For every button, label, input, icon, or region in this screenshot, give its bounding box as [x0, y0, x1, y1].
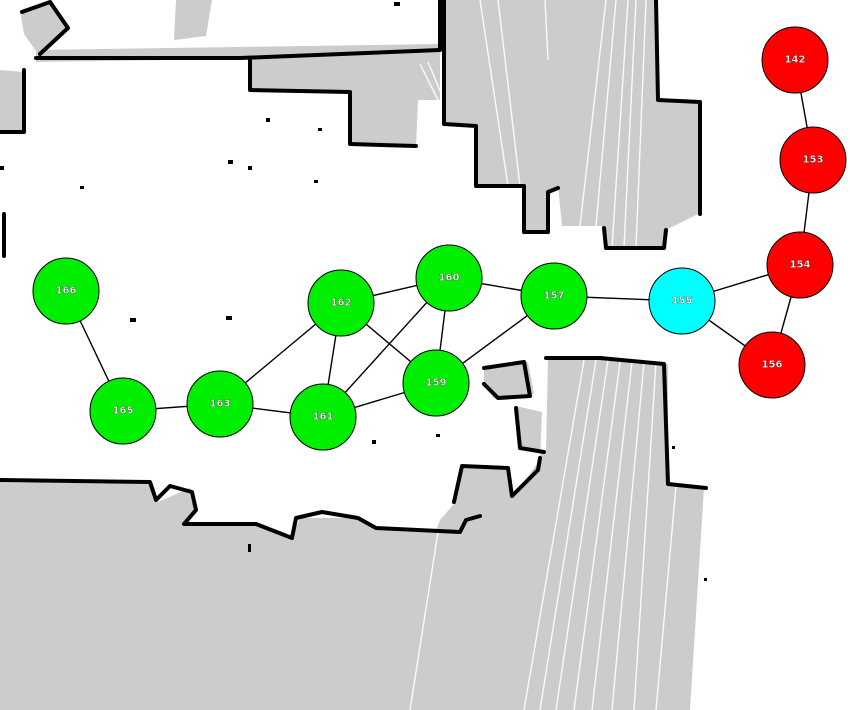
- obstacle-center-small: [484, 362, 534, 398]
- graph-node-162[interactable]: 162: [307, 269, 375, 337]
- graph-node-155[interactable]: 155: [648, 267, 716, 335]
- graph-node-156[interactable]: 156: [738, 331, 806, 399]
- corridor-top-right: [444, 0, 700, 248]
- node-circle-161[interactable]: [289, 383, 357, 451]
- node-label-165: 165: [113, 406, 134, 417]
- node-label-161: 161: [313, 412, 334, 423]
- node-label-162: 162: [331, 298, 352, 309]
- node-circle-155[interactable]: [648, 267, 716, 335]
- node-circle-163[interactable]: [186, 370, 254, 438]
- node-circle-142[interactable]: [761, 26, 829, 94]
- room-block-bottom-left: [0, 482, 470, 710]
- graph-nodes[interactable]: 142 153 154 155 156 157 159 160 161 162 163 165 166: [32, 26, 847, 451]
- node-label-142: 142: [785, 55, 806, 66]
- node-circle-159[interactable]: [402, 349, 470, 417]
- graph-node-165[interactable]: 165: [89, 377, 157, 445]
- node-circle-160[interactable]: [415, 244, 483, 312]
- node-label-153: 153: [803, 155, 824, 166]
- graph-node-159[interactable]: 159: [402, 349, 470, 417]
- node-label-154: 154: [790, 260, 811, 271]
- node-label-159: 159: [426, 378, 447, 389]
- graph-node-166[interactable]: 166: [32, 257, 100, 325]
- node-label-160: 160: [439, 273, 460, 284]
- node-circle-157[interactable]: [520, 262, 588, 330]
- wall-outlines: [0, 0, 708, 540]
- noise-specks: [0, 2, 707, 581]
- graph-node-157[interactable]: 157: [520, 262, 588, 330]
- node-circle-156[interactable]: [738, 331, 806, 399]
- obstacle-left-edge: [0, 70, 26, 132]
- node-label-163: 163: [210, 399, 231, 410]
- graph-node-154[interactable]: 154: [766, 231, 834, 299]
- graph-node-160[interactable]: 160: [415, 244, 483, 312]
- obstacle-top-left-1: [20, 0, 66, 54]
- node-label-166: 166: [56, 286, 77, 297]
- node-label-155: 155: [672, 296, 693, 307]
- node-label-156: 156: [762, 360, 783, 371]
- graph-node-163[interactable]: 163: [186, 370, 254, 438]
- graph-node-153[interactable]: 153: [779, 126, 847, 194]
- node-circle-153[interactable]: [779, 126, 847, 194]
- node-circle-166[interactable]: [32, 257, 100, 325]
- room-block-top: [250, 54, 440, 146]
- obstacle-top-left-2: [174, 0, 212, 40]
- graph-node-161[interactable]: 161: [289, 383, 357, 451]
- corridor-bottom-right: [408, 356, 704, 710]
- node-circle-154[interactable]: [766, 231, 834, 299]
- laser-rays: [409, 0, 677, 710]
- node-circle-165[interactable]: [89, 377, 157, 445]
- node-circle-162[interactable]: [307, 269, 375, 337]
- node-label-157: 157: [544, 291, 565, 302]
- graph-node-142[interactable]: 142: [761, 26, 829, 94]
